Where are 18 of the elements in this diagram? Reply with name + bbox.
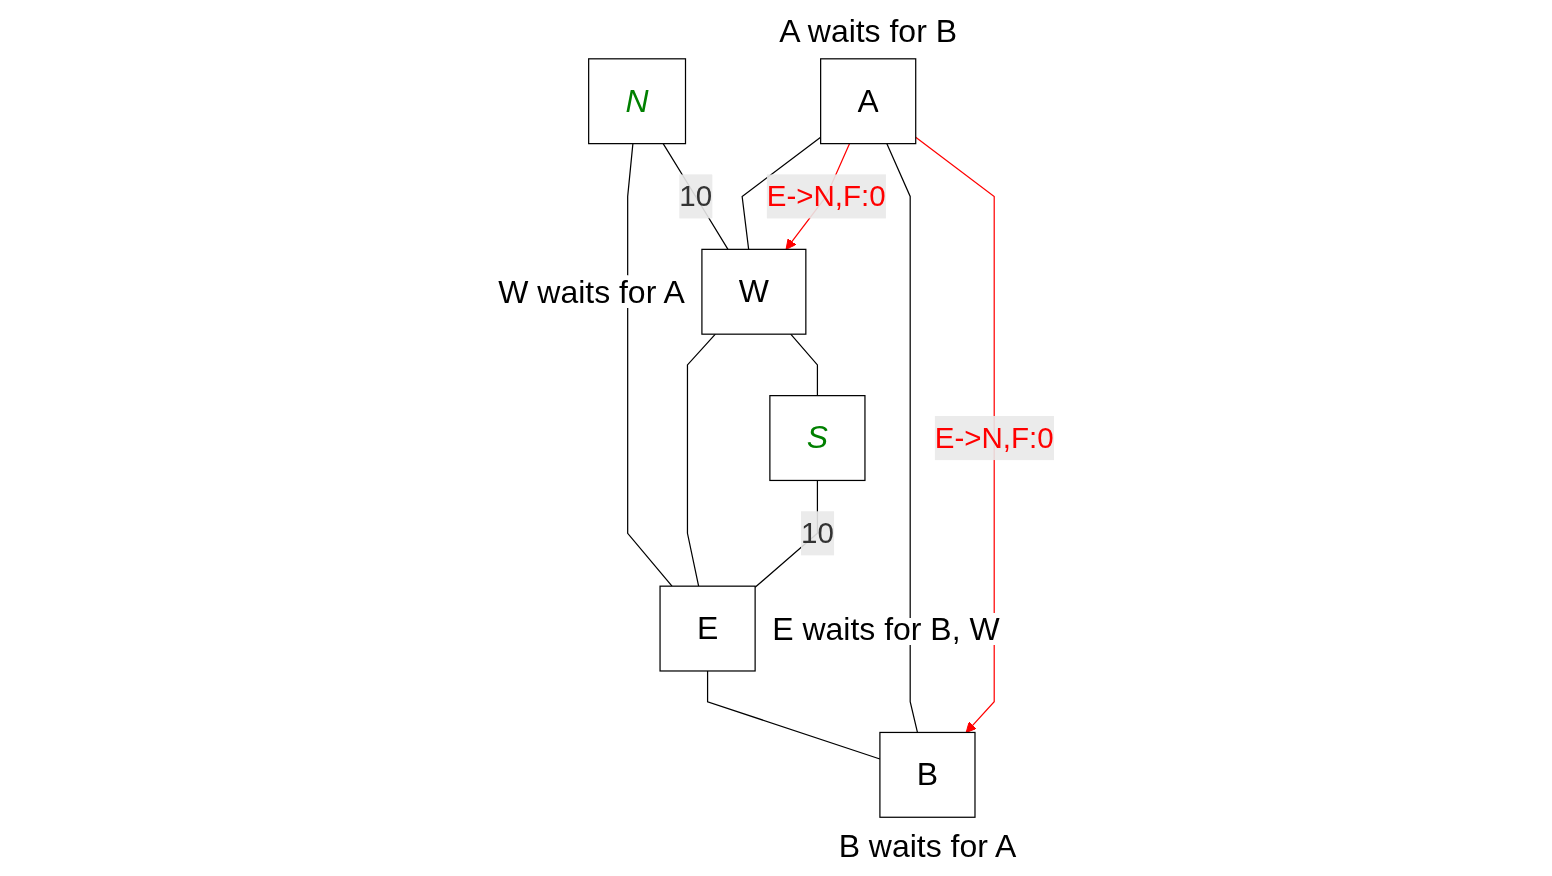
edge-label: 10	[801, 516, 834, 550]
edge-label: E->N,F:0	[934, 420, 1054, 455]
node-box: E	[659, 585, 756, 672]
node-box: A	[820, 58, 917, 145]
node-box: W	[701, 248, 807, 335]
connector	[790, 333, 819, 397]
connector	[662, 143, 729, 250]
connector	[627, 143, 673, 587]
node-box: N	[588, 58, 687, 145]
node-note: A waits for B	[779, 12, 957, 49]
edge-label: E->N,F:0	[766, 179, 886, 213]
connector	[686, 333, 716, 587]
connector	[886, 143, 919, 734]
node-note: B waits for A	[838, 827, 1017, 864]
node-box: B	[879, 731, 976, 818]
arrow	[915, 136, 995, 733]
edge-label: 10	[679, 179, 713, 213]
node-box: S	[769, 395, 866, 482]
